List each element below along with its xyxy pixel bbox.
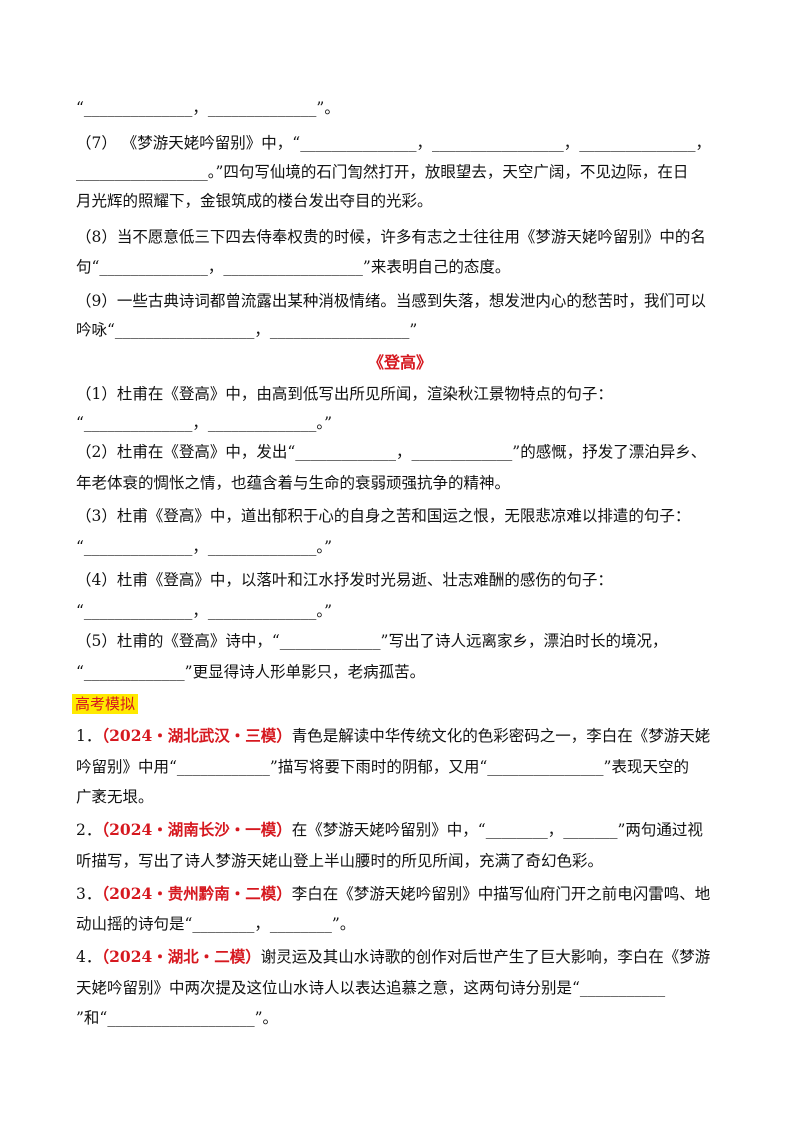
text-line: _________________。”四句写仙境的石门訇然打开，放眼望去，天空广… — [76, 163, 689, 181]
question-source: （2024・贵州黔南・二模） — [101, 884, 292, 903]
exam-question-4: 4．（2024・湖北・二模）谢灵运及其山水诗歌的创作对后世产生了巨大影响，李白在… — [76, 947, 752, 967]
question-text: 青色是解读中华传统文化的色彩密码之一，李白在《梦游天姥 — [291, 727, 711, 745]
question-number: 1． — [76, 727, 102, 745]
text-line: 句“______________，__________________”来表明自… — [76, 258, 511, 276]
question-7: （7） 《梦游天姥吟留别》中，“_______________，________… — [76, 134, 711, 152]
question-source: （2024・湖南长沙・一模） — [101, 820, 292, 839]
text-line: 吟咏“__________________，__________________… — [76, 321, 418, 339]
question-number: 4． — [76, 948, 102, 966]
question-9: （9）一些古典诗词都曾流露出某种消极情绪。当感到失落，想发泄内心的愁苦时，我们可… — [76, 292, 706, 310]
text-line: 吟留别》中用“____________”描写将要下雨时的阴郁，又用“______… — [76, 758, 689, 776]
text-line: “_____________”更显得诗人形单影只，老病孤苦。 — [76, 663, 426, 681]
section-tag: 高考模拟 — [72, 694, 139, 714]
text-line: 动山摇的诗句是“________，________”。 — [76, 915, 356, 933]
question-4: （4）杜甫《登高》中，以落叶和江水抒发时光易逝、壮志难酬的感伤的句子： — [76, 571, 613, 589]
question-source: （2024・湖北・二模） — [101, 947, 261, 966]
section-title: 《登高》 — [367, 353, 432, 372]
text-line: 广袤无垠。 — [76, 788, 154, 806]
question-number: 3． — [76, 885, 102, 903]
text-line: ”和“___________________”。 — [76, 1009, 279, 1027]
text-line: 听描写，写出了诗人梦游天姥山登上半山腰时的所见所闻，充满了奇幻色彩。 — [76, 852, 604, 870]
text-line: 年老体衰的惆怅之情，也蕴含着与生命的衰弱顽强抗争的精神。 — [76, 474, 511, 492]
text-line: “______________，______________。” — [76, 602, 333, 620]
text-line: “______________，______________”。 — [76, 99, 340, 117]
question-2: （2）杜甫在《登高》中，发出“_____________，___________… — [76, 443, 707, 461]
exam-question-2: 2．（2024・湖南长沙・一模）在《梦游天姥吟留别》中，“________，__… — [76, 820, 752, 840]
text-line: 月光辉的照耀下，金银筑成的楼台发出夺目的光彩。 — [76, 192, 433, 210]
question-5: （5）杜甫的《登高》诗中，“_____________”写出了诗人远离家乡，漂泊… — [76, 632, 668, 650]
question-number: 2． — [76, 821, 102, 839]
question-1: （1）杜甫在《登高》中，由高到低写出所见所闻，渲染秋江景物特点的句子： — [76, 385, 613, 403]
text-line: “______________，______________。” — [76, 538, 333, 556]
question-3: （3）杜甫《登高》中，道出郁积于心的自身之苦和国运之恨，无限悲凉难以排遣的句子： — [76, 507, 691, 525]
text-line: 天姥吟留别》中两次提及这位山水诗人以表达追慕之意，这两句诗分别是“_______… — [76, 979, 666, 997]
question-8: （8）当不愿意低三下四去侍奉权贵的时候，许多有志之士往往用《梦游天姥吟留别》中的… — [76, 228, 706, 246]
question-text: 在《梦游天姥吟留别》中，“________，_______”两句通过视 — [291, 821, 703, 839]
question-text: 谢灵运及其山水诗歌的创作对后世产生了巨大影响，李白在《梦游 — [260, 948, 711, 966]
question-source: （2024・湖北武汉・三模） — [101, 726, 292, 745]
exam-question-3: 3．（2024・贵州黔南・二模）李白在《梦游天姥吟留别》中描写仙府门开之前电闪雷… — [76, 884, 752, 904]
text-line: “______________，______________。” — [76, 414, 333, 432]
exam-question-1: 1．（2024・湖北武汉・三模）青色是解读中华传统文化的色彩密码之一，李白在《梦… — [76, 726, 752, 746]
question-text: 李白在《梦游天姥吟留别》中描写仙府门开之前电闪雷鸣、地 — [291, 885, 711, 903]
